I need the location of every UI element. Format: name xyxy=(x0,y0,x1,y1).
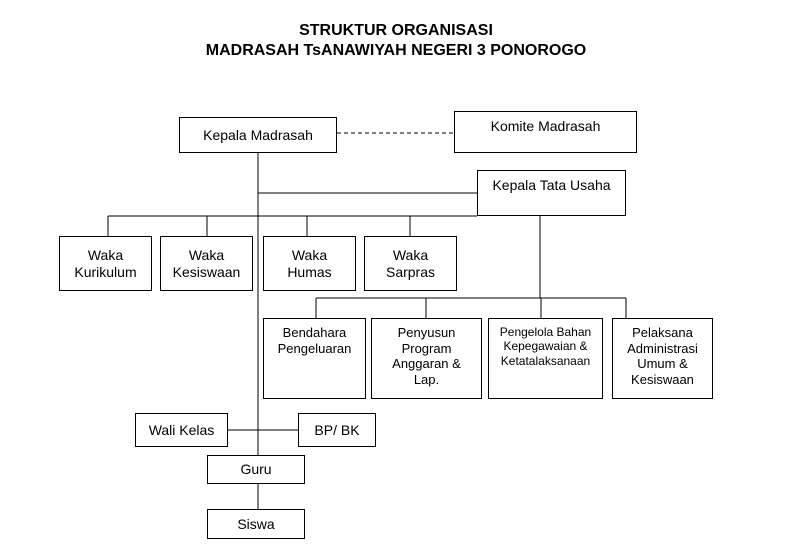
pelaksana-box: Pelaksana Administrasi Umum & Kesiswaan xyxy=(612,318,713,399)
pengelola-box: Pengelola Bahan Kepegawaian & Ketatalaks… xyxy=(488,318,603,399)
waka-humas-box: Waka Humas xyxy=(263,236,356,291)
kepala-tata-usaha-box: Kepala Tata Usaha xyxy=(477,170,626,216)
waka-sarpras-box: Waka Sarpras xyxy=(364,236,457,291)
bp-bk-box: BP/ BK xyxy=(298,413,376,447)
siswa-box: Siswa xyxy=(207,509,305,539)
waka-kesiswaan-box: Waka Kesiswaan xyxy=(160,236,253,291)
waka-kurikulum-box: Waka Kurikulum xyxy=(59,236,152,291)
komite-madrasah-box: Komite Madrasah xyxy=(454,111,637,153)
kepala-madrasah-box: Kepala Madrasah xyxy=(179,117,337,153)
guru-box: Guru xyxy=(207,455,305,484)
penyusun-box: Penyusun Program Anggaran & Lap. xyxy=(371,318,482,399)
bendahara-box: Bendahara Pengeluaran xyxy=(263,318,366,399)
chart-title-line2: MADRASAH TsANAWIYAH NEGERI 3 PONOROGO xyxy=(205,42,587,59)
chart-title-line1: STRUKTUR ORGANISASI xyxy=(299,22,493,39)
wali-kelas-box: Wali Kelas xyxy=(135,413,228,447)
